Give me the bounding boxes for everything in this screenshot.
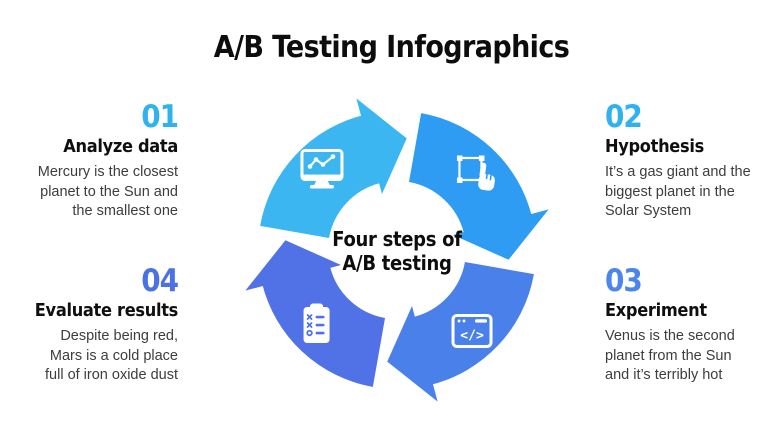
cycle-segment-02 — [407, 113, 549, 260]
hand-select-icon — [456, 155, 495, 191]
step-number-03: 03 — [605, 263, 643, 299]
step-number-02: 02 — [605, 99, 643, 135]
center-label-line1: Four steps of — [332, 227, 462, 251]
step-block-03: 03 Experiment Venus is the second planet… — [605, 266, 780, 386]
cycle-arc-03 — [412, 260, 534, 385]
step-description-04: Despite being red, Mars is a cold place … — [45, 327, 178, 384]
step-number-04: 04 — [141, 263, 179, 299]
cycle-segment-04 — [245, 240, 387, 387]
step-block-04: 04 Evaluate results Despite being red, M… — [8, 263, 179, 386]
step-block-02: 02 Hypothesis It’s a gas giant and the b… — [605, 102, 780, 222]
step-title-analyze-data: Analyze data — [63, 136, 178, 157]
step-title-experiment: Experiment — [605, 300, 707, 321]
code-window-icon: </> — [451, 313, 493, 348]
cycle-segment-01 — [260, 98, 407, 240]
cycle-arrowhead-04 — [245, 240, 341, 291]
cycle-arc-01 — [260, 115, 382, 240]
step-description-02: It’s a gas giant and the biggest planet … — [605, 163, 751, 220]
monitor-analytics-icon — [300, 149, 344, 189]
step-number-01: 01 — [141, 99, 179, 135]
step-description-03: Venus is the second planet from the Sun … — [605, 327, 735, 384]
svg-text:</>: </> — [460, 328, 484, 343]
cycle-diagram: </> — [232, 85, 562, 415]
diagram-center-label: Four steps of A/B testing — [297, 227, 497, 275]
cycle-segment-03: </> — [387, 260, 534, 402]
cycle-arrowhead-02 — [453, 209, 549, 260]
page-title: A/B Testing Infographics — [213, 30, 570, 65]
step-title-hypothesis: Hypothesis — [605, 136, 704, 157]
cycle-arc-02 — [407, 113, 532, 235]
cycle-arrowhead-01 — [356, 98, 407, 194]
step-title-evaluate-results: Evaluate results — [34, 300, 179, 321]
clipboard-checklist-icon — [303, 303, 330, 344]
cycle-arrows: </> — [245, 98, 549, 402]
step-block-01: 01 Analyze data Mercury is the closest p… — [8, 99, 179, 222]
cycle-arrowhead-03 — [387, 306, 438, 402]
step-description-01: Mercury is the closest planet to the Sun… — [37, 163, 178, 220]
center-label-line2: A/B testing — [342, 251, 452, 275]
